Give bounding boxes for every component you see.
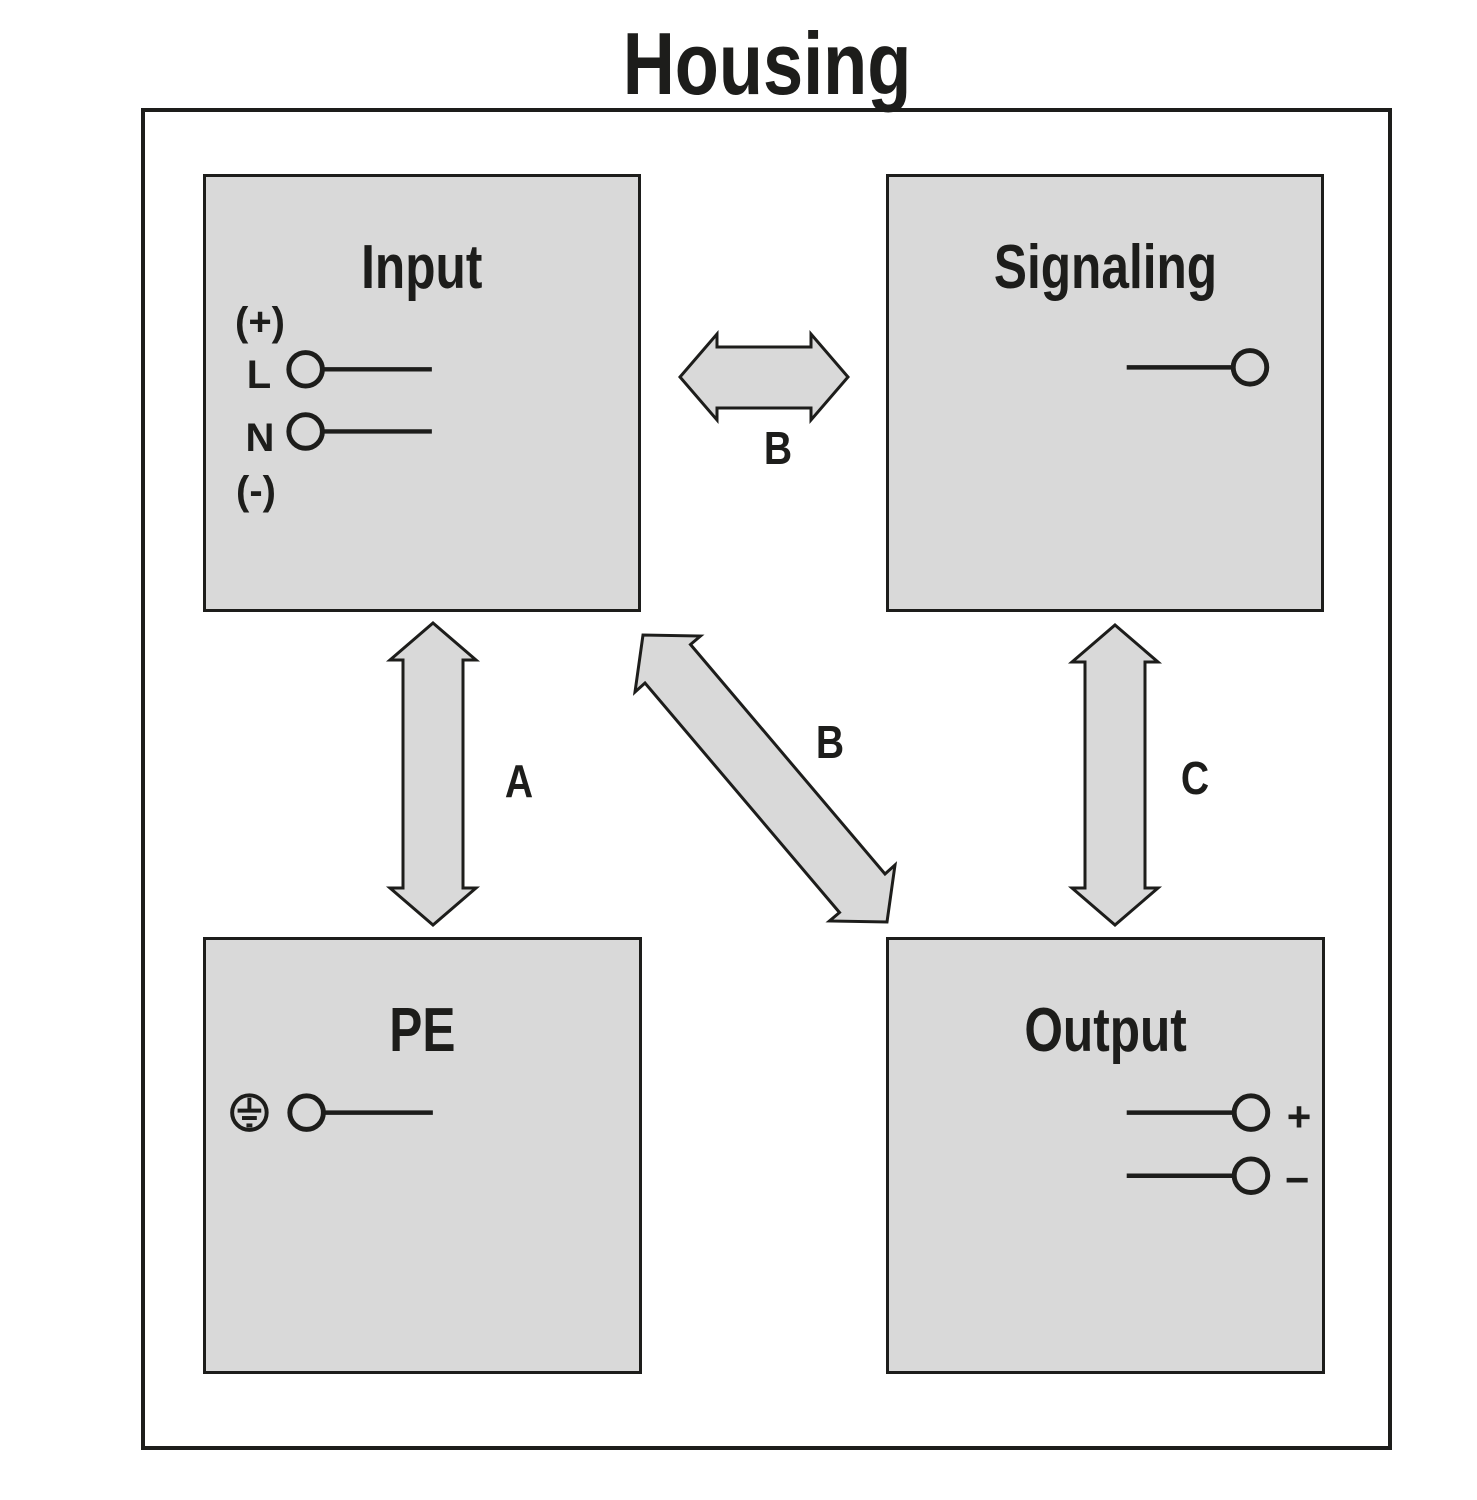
arrow-label-input-pe: A bbox=[504, 755, 534, 807]
arrow-label-signaling-output: C bbox=[1180, 752, 1210, 804]
input-terminals-graphic bbox=[286, 350, 432, 451]
output-box: Output + − bbox=[886, 937, 1325, 1374]
output-terminals-graphic bbox=[1126, 1093, 1271, 1195]
pe-box-title: PE bbox=[206, 1000, 639, 1062]
earth-symbol-circle bbox=[230, 1093, 269, 1132]
protective-earth-icon bbox=[230, 1093, 269, 1132]
signaling-box-title: Signaling bbox=[889, 237, 1321, 299]
signaling-box-title-text: Signaling bbox=[993, 233, 1217, 302]
signaling-box: Signaling bbox=[886, 174, 1324, 612]
pe-terminal-graphic bbox=[230, 1093, 433, 1132]
output-plus-terminal-circle-icon bbox=[1231, 1093, 1271, 1132]
page-title: Housing bbox=[622, 14, 912, 113]
output-minus-terminal-circle-icon bbox=[1231, 1156, 1271, 1195]
pe-box-title-text: PE bbox=[389, 996, 456, 1065]
arrow-label-input-signaling: B bbox=[763, 422, 793, 474]
input-neutral-terminal-circle-icon bbox=[286, 412, 325, 451]
pe-terminal-circle-icon bbox=[287, 1093, 326, 1132]
input-line-terminal-circle-icon bbox=[286, 350, 325, 389]
input-line-label: L bbox=[246, 353, 272, 397]
input-box-title: Input bbox=[206, 237, 638, 299]
housing-border bbox=[141, 108, 1392, 1450]
signaling-terminal-circle-icon bbox=[1230, 348, 1270, 387]
input-box-title-text: Input bbox=[361, 233, 483, 302]
output-plus-label: + bbox=[1286, 1093, 1312, 1140]
output-minus-label: − bbox=[1284, 1156, 1310, 1203]
output-box-title-text: Output bbox=[1024, 996, 1187, 1065]
arrow-label-input-output: B bbox=[815, 716, 845, 768]
input-neutral-label: N bbox=[245, 416, 275, 460]
output-box-title: Output bbox=[889, 1000, 1322, 1062]
pe-box: PE bbox=[203, 937, 642, 1374]
input-box: Input (+) L N (-) bbox=[203, 174, 641, 612]
input-plus-label: (+) bbox=[235, 300, 285, 344]
input-minus-label: (-) bbox=[236, 469, 276, 513]
signaling-terminal-graphic bbox=[1126, 348, 1270, 387]
